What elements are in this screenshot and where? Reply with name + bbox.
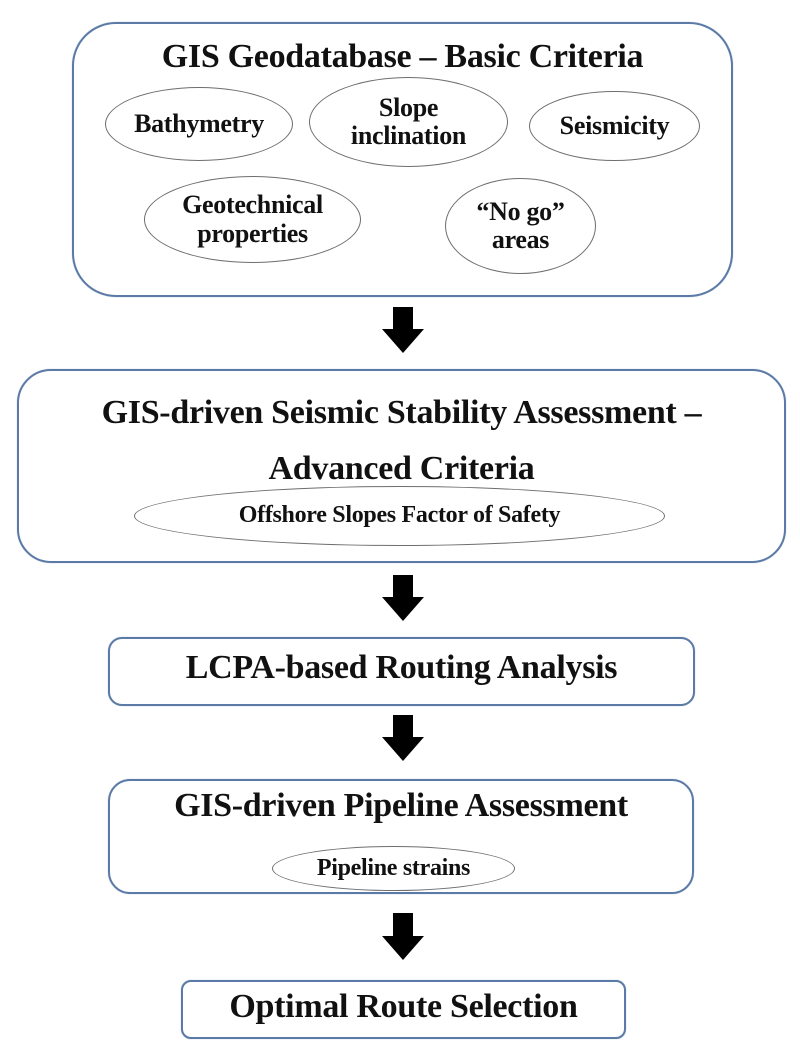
title-line: Advanced Criteria — [268, 450, 535, 487]
down-arrow-icon — [382, 715, 424, 761]
criterion-label: Geotechnical properties — [182, 191, 323, 247]
seismic-stability-title: GIS-driven Seismic Stability Assessment … — [19, 385, 784, 497]
criterion-label: Slope inclination — [350, 92, 467, 150]
pipeline-assessment-title: GIS-driven Pipeline Assessment — [174, 787, 628, 824]
criterion-label-line: inclination — [350, 121, 467, 150]
criterion-oval-slope-inclination: Slope inclination — [309, 77, 508, 167]
criterion-label-line: Geotechnical — [182, 190, 323, 220]
route-selection-box: Optimal Route Selection — [181, 980, 626, 1039]
criterion-label-line: properties — [197, 218, 308, 248]
criterion-label-line: Slope — [378, 92, 439, 122]
title-line: GIS-driven Seismic Stability Assessment … — [101, 394, 702, 431]
route-selection-title: Optimal Route Selection — [229, 988, 578, 1025]
down-arrow-icon — [382, 913, 424, 960]
criterion-oval-no-go-areas: “No go” areas — [445, 178, 596, 274]
routing-analysis-box: LCPA-based Routing Analysis — [108, 637, 695, 706]
pipeline-assessment-box: GIS-driven Pipeline Assessment Pipeline … — [108, 779, 694, 894]
criterion-label: “No go” areas — [476, 196, 565, 254]
down-arrow-icon — [382, 307, 424, 353]
criterion-label: Seismicity — [559, 110, 670, 140]
criterion-oval-bathymetry: Bathymetry — [105, 87, 293, 161]
basic-criteria-box: GIS Geodatabase – Basic Criteria Bathyme… — [72, 22, 733, 297]
criterion-label: Pipeline strains — [316, 854, 471, 881]
criterion-label: Offshore Slopes Factor of Safety — [238, 502, 561, 529]
criterion-oval-geotechnical-properties: Geotechnical properties — [144, 176, 361, 263]
criterion-oval-seismicity: Seismicity — [529, 91, 700, 161]
criterion-label: Bathymetry — [134, 108, 264, 138]
criterion-oval-offshore-slopes-fos: Offshore Slopes Factor of Safety — [134, 486, 665, 546]
criterion-oval-pipeline-strains: Pipeline strains — [272, 846, 515, 891]
criterion-label-line: areas — [491, 225, 550, 254]
basic-criteria-title: GIS Geodatabase – Basic Criteria — [161, 38, 644, 75]
down-arrow-icon — [382, 575, 424, 621]
seismic-stability-box: GIS-driven Seismic Stability Assessment … — [17, 369, 786, 563]
routing-analysis-title: LCPA-based Routing Analysis — [185, 649, 618, 686]
criterion-label-line: “No go” — [476, 196, 565, 226]
